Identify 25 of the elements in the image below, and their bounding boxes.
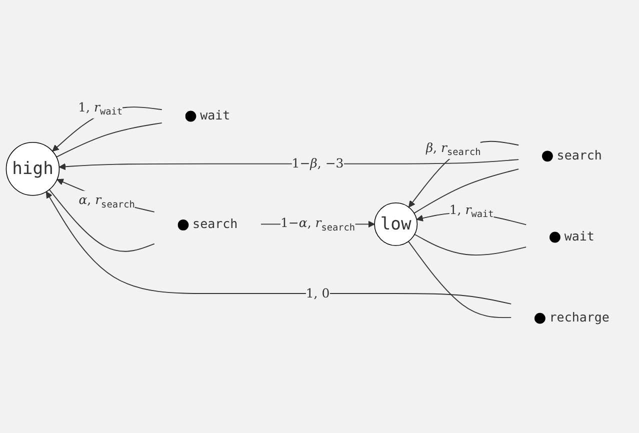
edge-label: 1, r$_{wait}$ xyxy=(78,100,122,118)
edge-label: 1, 0 xyxy=(306,286,330,301)
edge-label: 1−α, r$_{search}$ xyxy=(280,216,356,233)
node-circle xyxy=(550,232,560,243)
node-circle xyxy=(534,312,546,324)
node-circle xyxy=(178,219,189,230)
node-circle xyxy=(185,110,196,122)
connector xyxy=(408,240,512,318)
node-label: wait xyxy=(564,228,594,244)
connector xyxy=(414,234,527,256)
node-label: recharge xyxy=(549,310,610,325)
node-label: search xyxy=(192,216,238,232)
edge-label: 1, r$_{wait}$ xyxy=(449,202,494,220)
node-label: search xyxy=(556,148,602,162)
edge-label: 1−β, −3 xyxy=(292,156,344,171)
node-circle xyxy=(542,150,553,162)
connector xyxy=(414,168,520,214)
connector xyxy=(48,189,155,252)
connector xyxy=(56,122,162,158)
node-label: wait xyxy=(200,108,230,122)
node-circle xyxy=(6,142,60,196)
edge-label: β, r$_{search}$ xyxy=(426,140,481,158)
node-circle xyxy=(374,202,418,246)
edge-label: α, r$_{search}$ xyxy=(78,192,135,210)
arrow xyxy=(46,191,512,304)
